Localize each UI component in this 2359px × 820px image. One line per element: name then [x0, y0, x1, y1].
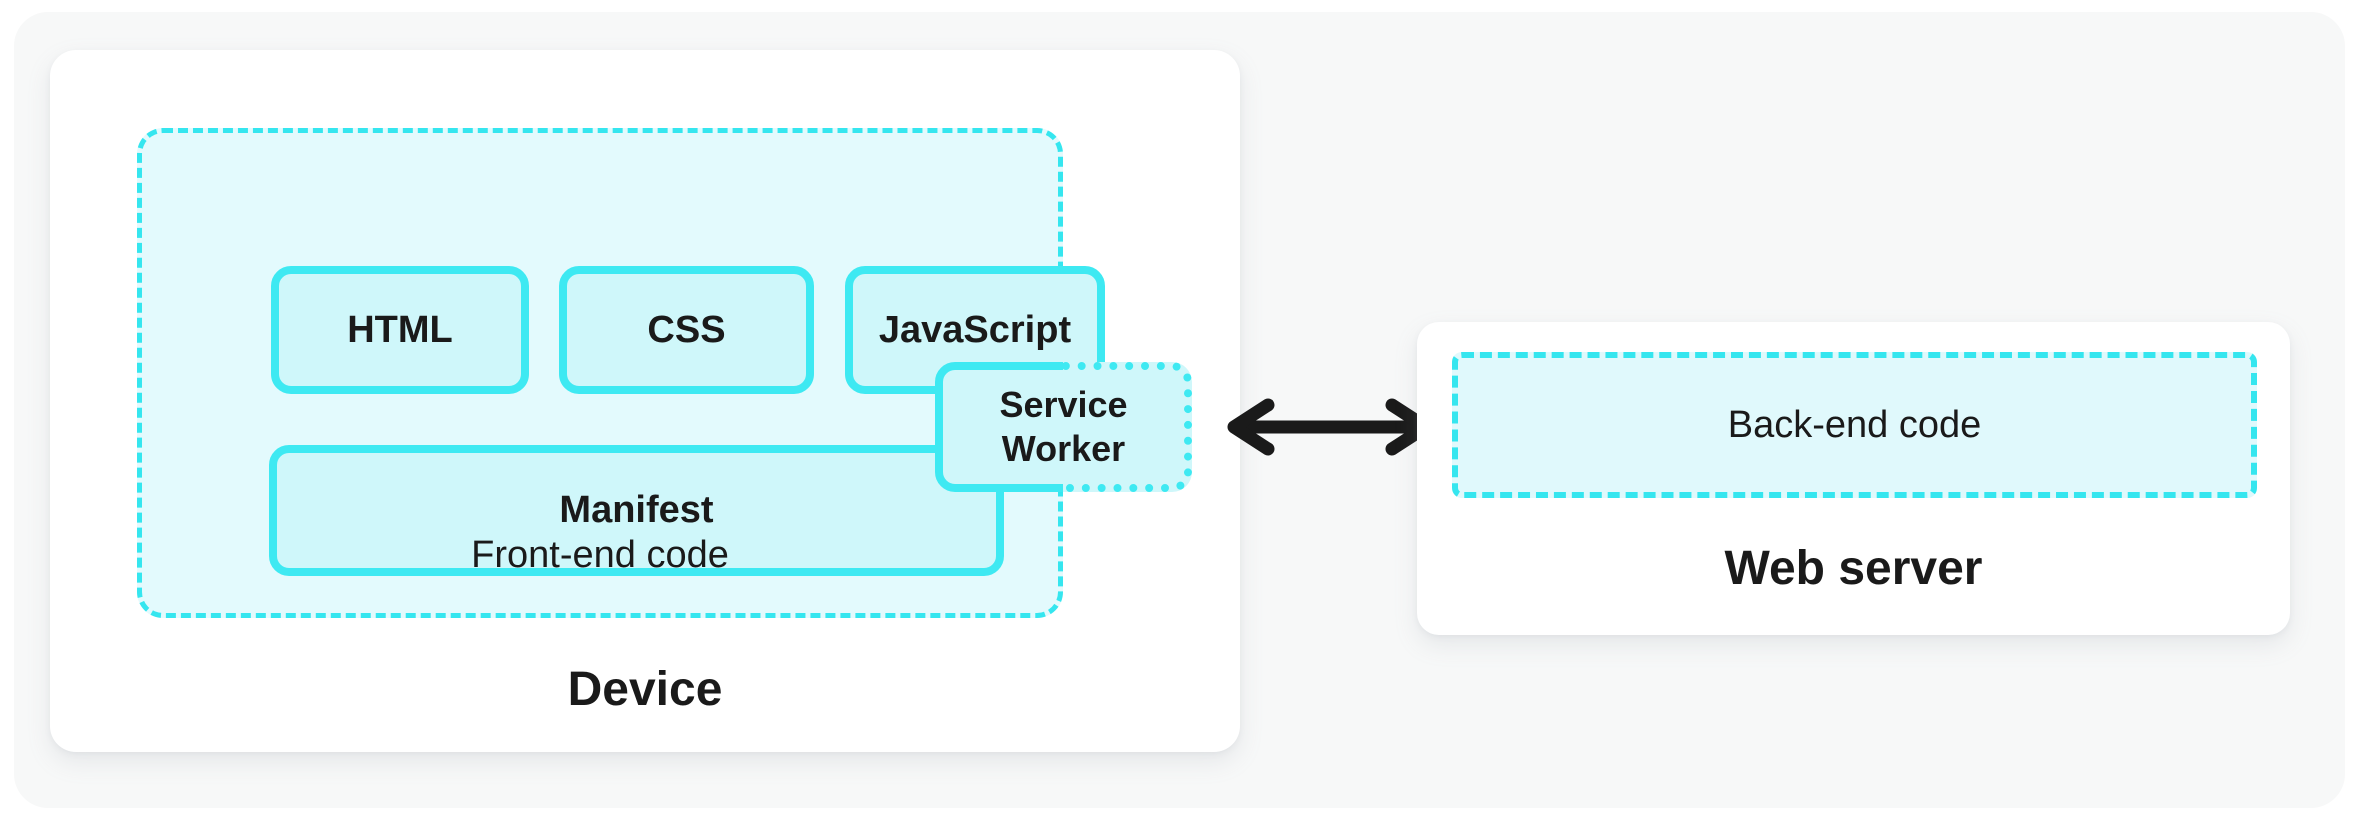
service-worker-box: Service Worker — [935, 362, 1192, 492]
css-box: CSS — [559, 266, 814, 394]
frontend-code-container: HTML CSS JavaScript Manifest — [137, 128, 1105, 618]
html-box: HTML — [271, 266, 529, 394]
device-card: HTML CSS JavaScript Manifest Service Wor… — [50, 50, 1240, 752]
frontend-code-caption: Front-end code — [471, 534, 729, 576]
service-worker-solid-border — [935, 362, 1063, 492]
web-server-caption: Web server — [1724, 542, 1983, 595]
bidirectional-arrow-icon — [1227, 398, 1433, 456]
service-worker-label: Service Worker — [999, 384, 1128, 469]
html-box-label: HTML — [347, 308, 453, 351]
manifest-box: Manifest — [269, 445, 1004, 576]
backend-code-box: Back-end code — [1452, 352, 2257, 498]
manifest-box-label: Manifest — [559, 489, 714, 531]
service-worker-dotted-border — [1063, 362, 1192, 492]
javascript-box-label: JavaScript — [878, 308, 1072, 351]
device-caption: Device — [567, 663, 723, 716]
web-server-card: Back-end code Web server — [1417, 322, 2290, 635]
css-box-label: CSS — [647, 308, 726, 351]
backend-code-label: Back-end code — [1727, 403, 1982, 446]
